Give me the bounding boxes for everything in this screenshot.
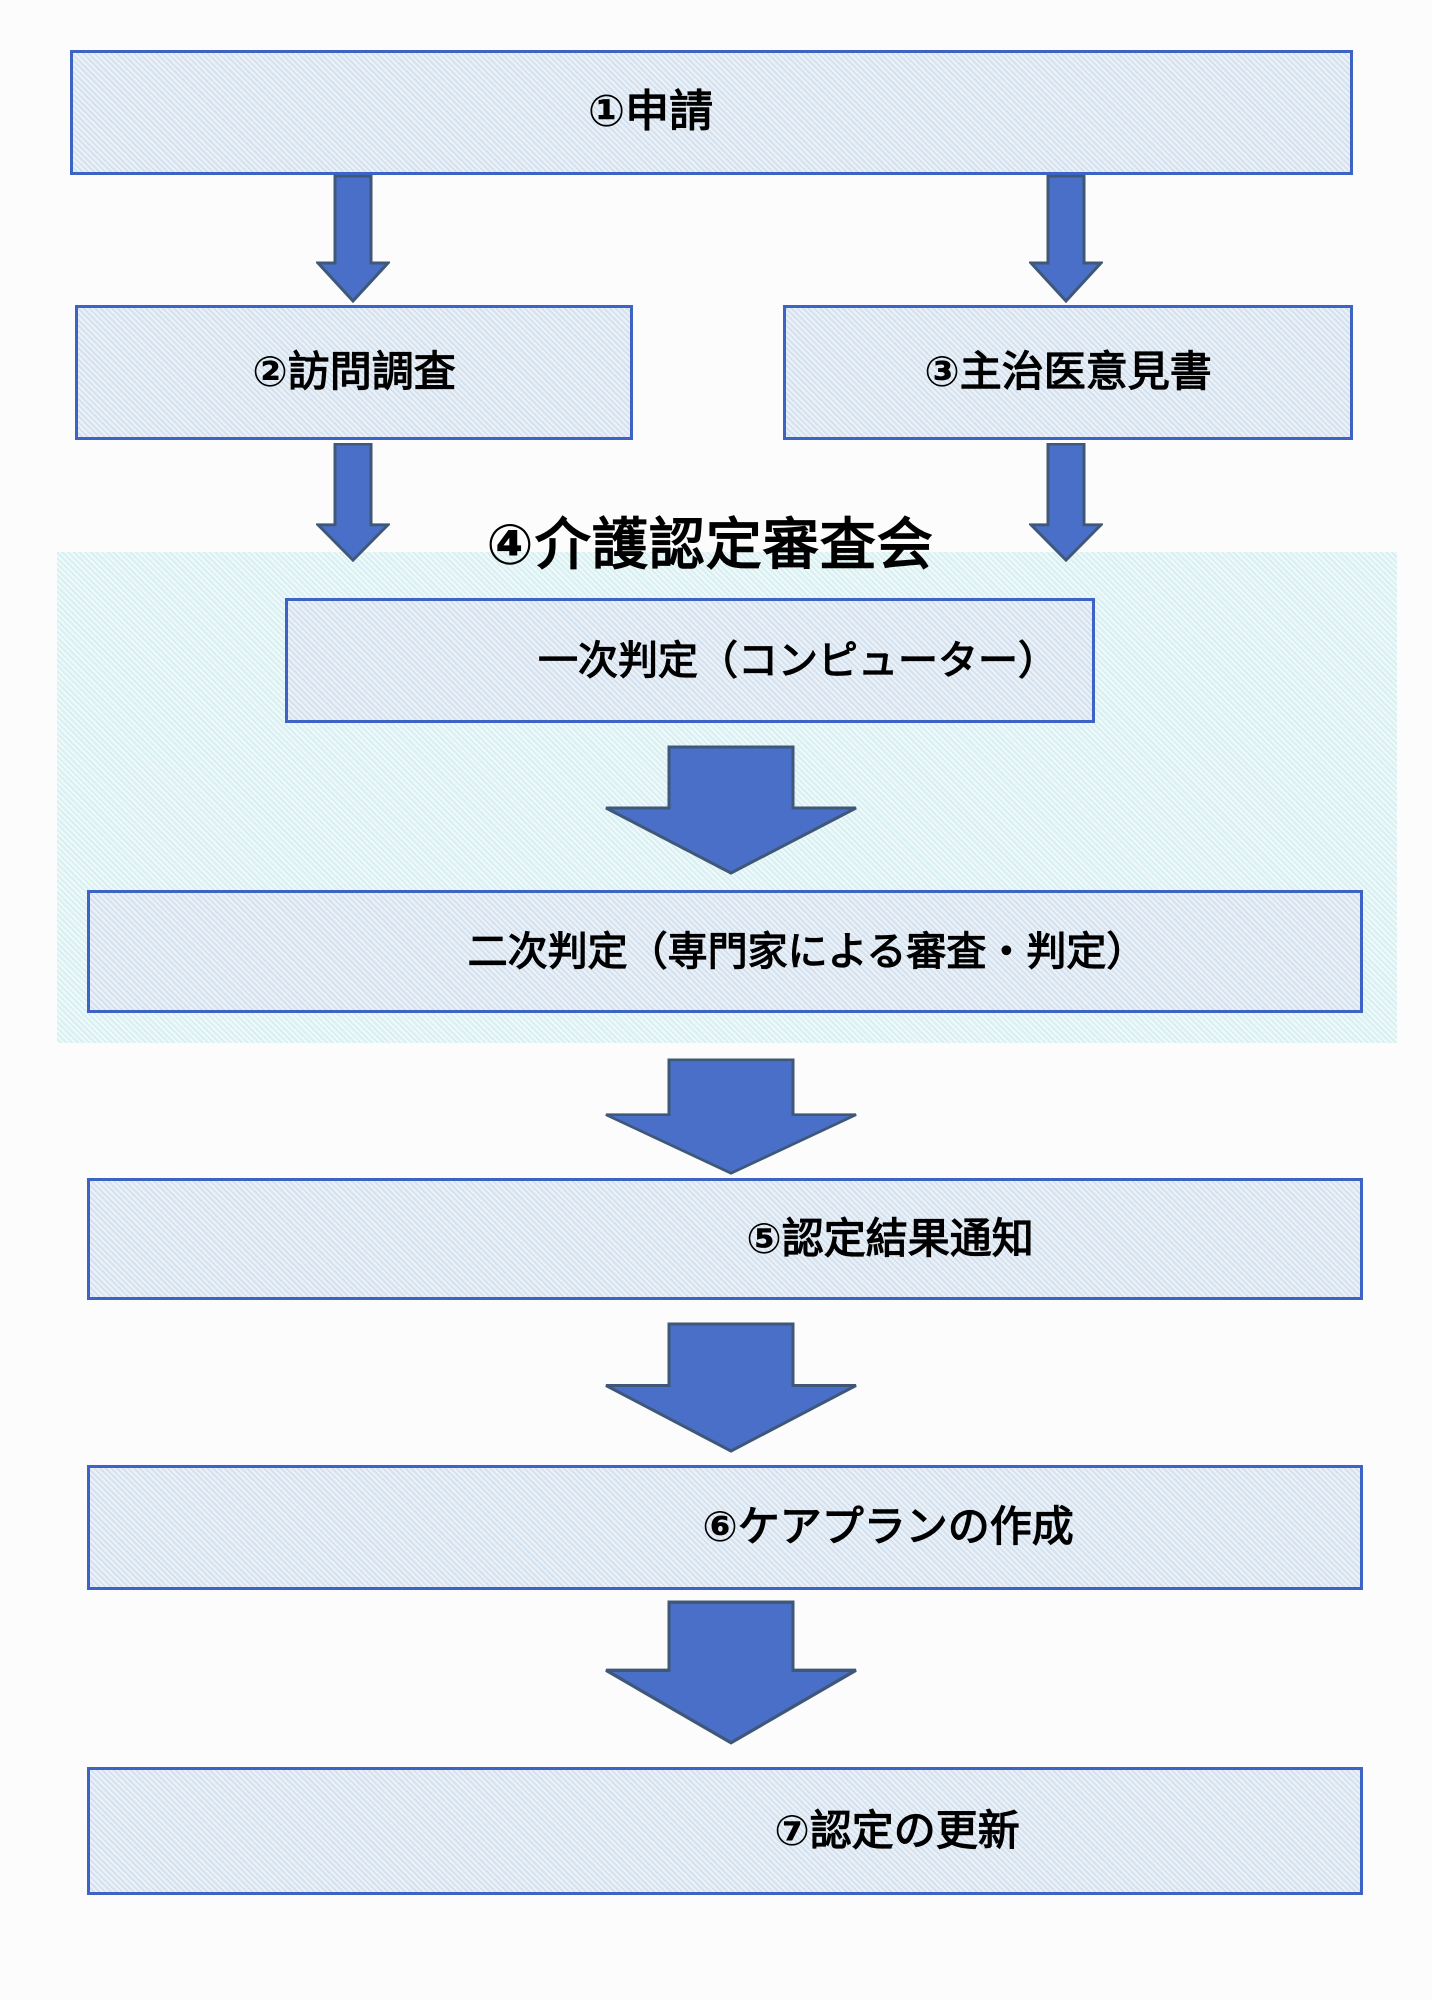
arrow-result-to-care-plan-icon <box>605 1322 857 1453</box>
flow-box-application-label: ①申請 <box>587 87 714 137</box>
flow-box-renewal: ⑦認定の更新 <box>87 1767 1363 1895</box>
flow-box-application: ①申請 <box>70 50 1353 175</box>
flow-box-result-notification: ⑤認定結果通知 <box>87 1178 1363 1300</box>
arrow-visit-survey-to-committee-icon <box>316 443 390 562</box>
flow-box-doctor-opinion-label: ③主治医意見書 <box>924 348 1212 396</box>
flow-box-secondary-judgment: 二次判定（専門家による審査・判定） <box>87 890 1363 1013</box>
flow-box-secondary-judgment-label: 二次判定（専門家による審査・判定） <box>467 929 1147 974</box>
flow-box-renewal-label: ⑦認定の更新 <box>774 1806 1020 1854</box>
arrow-application-to-doctor-opinion-icon <box>1029 175 1103 303</box>
flow-box-visit-survey-label: ②訪問調査 <box>252 348 456 396</box>
flow-box-care-plan-label: ⑥ケアプランの作成 <box>702 1503 1074 1551</box>
flow-box-visit-survey: ②訪問調査 <box>75 305 633 440</box>
flow-box-result-notification-label: ⑤認定結果通知 <box>746 1214 1034 1262</box>
arrow-doctor-opinion-to-committee-icon <box>1029 443 1103 562</box>
flow-box-primary-judgment-label: 一次判定（コンピューター） <box>538 638 1058 683</box>
arrow-application-to-visit-survey-icon <box>316 175 390 303</box>
arrow-care-plan-to-renewal-icon <box>605 1600 857 1745</box>
arrow-secondary-to-result-icon <box>605 1058 857 1175</box>
flow-box-care-plan: ⑥ケアプランの作成 <box>87 1465 1363 1590</box>
arrow-primary-to-secondary-icon <box>605 745 857 875</box>
committee-title: ④介護認定審査会 <box>486 513 934 576</box>
flow-box-primary-judgment: 一次判定（コンピューター） <box>285 598 1095 723</box>
flow-box-doctor-opinion: ③主治医意見書 <box>783 305 1353 440</box>
